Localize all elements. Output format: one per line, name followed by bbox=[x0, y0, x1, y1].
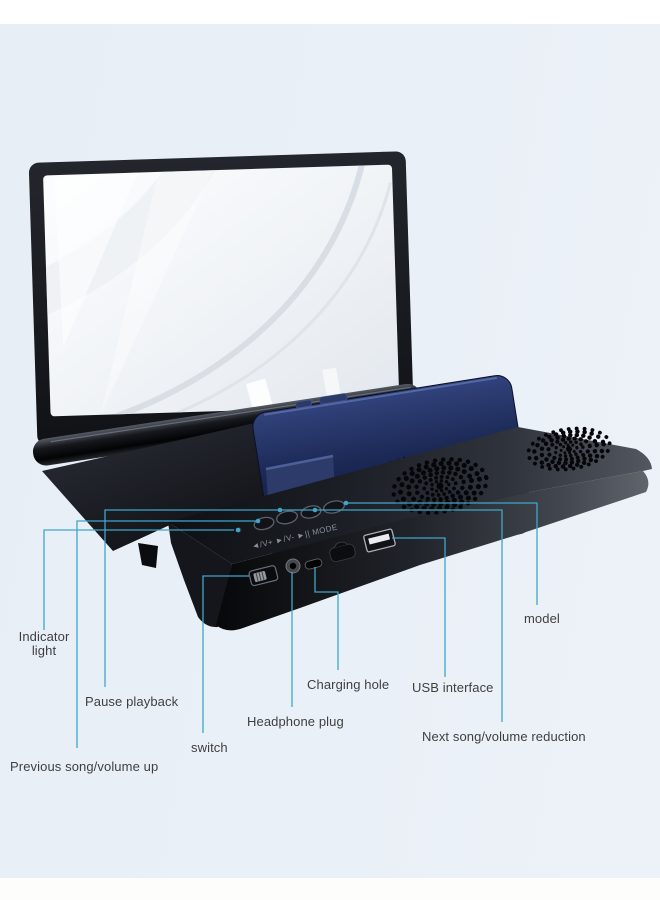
label-model: model bbox=[524, 611, 560, 626]
label-switch: switch bbox=[191, 740, 228, 755]
right-speaker-grille bbox=[526, 426, 612, 472]
tf-card-slot bbox=[329, 541, 356, 563]
callout-dots bbox=[235, 500, 349, 533]
headphone-jack bbox=[285, 558, 301, 574]
bottom-white-strip bbox=[0, 878, 660, 900]
callout-line-charging bbox=[314, 567, 339, 670]
callout-line-indicator bbox=[43, 529, 234, 630]
callout-line-pause-and-next bbox=[104, 509, 503, 722]
label-pause-playback: Pause playback bbox=[85, 694, 179, 709]
label-previous-song-volume-up: Previous song/volume up bbox=[10, 759, 159, 774]
left-speaker-grille bbox=[391, 457, 489, 515]
stand-foot bbox=[138, 543, 158, 568]
label-headphone-plug: Headphone plug bbox=[247, 714, 344, 729]
top-white-strip bbox=[0, 0, 660, 24]
soundbar-front-face bbox=[216, 471, 649, 631]
label-usb-interface: USB interface bbox=[412, 680, 494, 695]
phone-volume-button bbox=[295, 399, 313, 409]
callout-line-usb bbox=[392, 537, 446, 677]
callout-line-previous bbox=[76, 520, 256, 748]
phone-power-button bbox=[319, 393, 348, 405]
pause-playback-button bbox=[276, 510, 298, 525]
soundbar-left-face bbox=[168, 522, 232, 628]
usb-port bbox=[363, 528, 396, 553]
callout-lines bbox=[43, 502, 538, 748]
label-next-song-volume-reduction: Next song/volume reduction bbox=[422, 729, 586, 744]
label-indicator-light: Indicator light bbox=[18, 629, 70, 659]
callout-line-model bbox=[347, 502, 538, 605]
callout-line-switch bbox=[202, 575, 249, 733]
power-switch bbox=[248, 565, 279, 587]
label-charging-hole: Charging hole bbox=[307, 677, 390, 692]
magnifier-screen bbox=[28, 151, 415, 446]
